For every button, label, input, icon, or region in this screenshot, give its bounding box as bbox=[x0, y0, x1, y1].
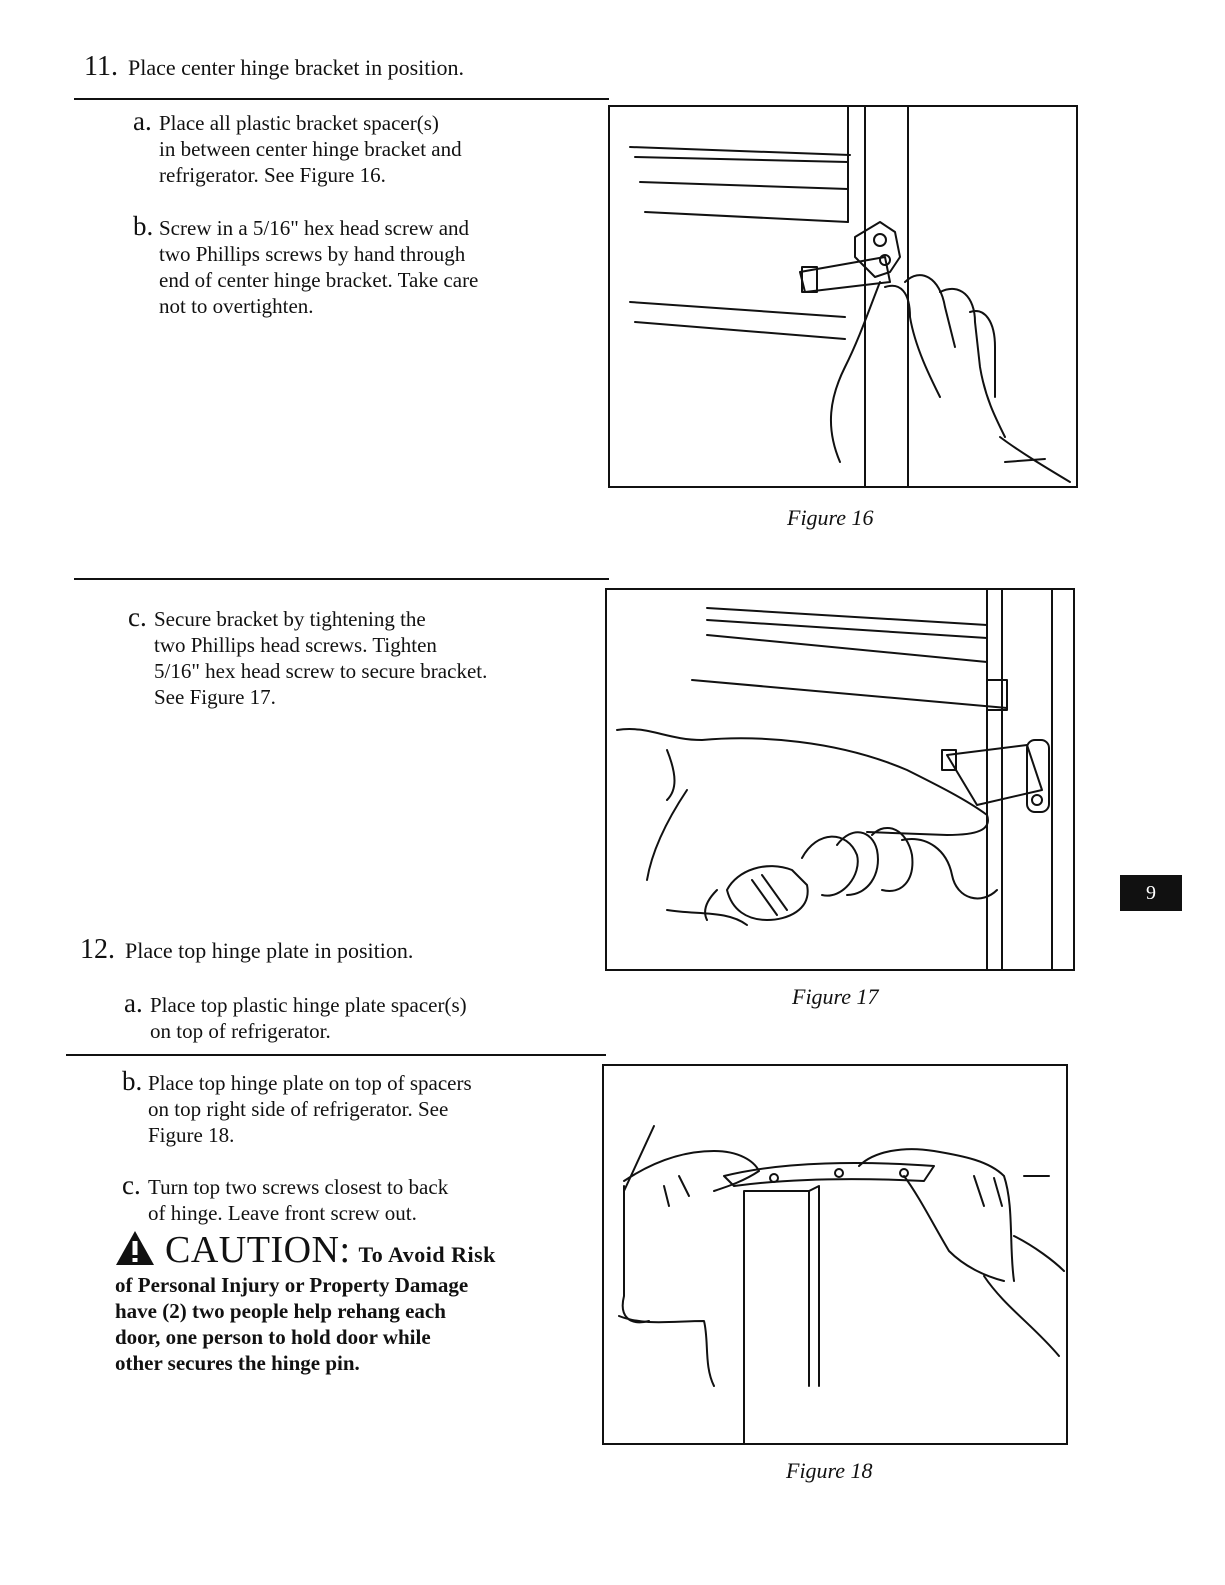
step-11a-line: Place all plastic bracket spacer(s) bbox=[159, 111, 439, 135]
step-11b-line: not to overtighten. bbox=[159, 294, 314, 318]
caution-heading: CAUTION: bbox=[165, 1229, 351, 1271]
step-11b: b. Screw in a 5/16" hex head screw and t… bbox=[133, 211, 593, 325]
figure-17-illustration bbox=[605, 588, 1075, 971]
step-12b: b. Place top hinge plate on top of space… bbox=[122, 1066, 592, 1150]
figure-18-illustration bbox=[602, 1064, 1068, 1445]
step-11a-line: in between center hinge bracket and bbox=[159, 137, 462, 161]
step-11c: c. Secure bracket by tightening the two … bbox=[128, 602, 598, 716]
caution-heading-row: CAUTION: To Avoid Risk bbox=[115, 1228, 535, 1272]
step-11c-letter: c. bbox=[128, 602, 147, 632]
figure-16-illustration bbox=[608, 105, 1078, 488]
step-12b-line: on top right side of refrigerator. See bbox=[148, 1097, 449, 1121]
figure-18-caption: Figure 18 bbox=[786, 1458, 873, 1483]
caution-line: other secures the hinge pin. bbox=[115, 1351, 360, 1375]
step-11c-line: Secure bracket by tightening the bbox=[154, 607, 426, 631]
step-11b-line: Screw in a 5/16" hex head screw and bbox=[159, 216, 470, 240]
figure-17-drawing bbox=[616, 590, 1053, 969]
step-12a: a. Place top plastic hinge plate spacer(… bbox=[124, 988, 594, 1048]
step-11b-letter: b. bbox=[133, 211, 154, 241]
step-11c-line: two Phillips head screws. Tighten bbox=[154, 633, 437, 657]
step-12-number: 12. bbox=[80, 934, 115, 965]
caution-block: CAUTION: To Avoid Risk of Personal Injury… bbox=[115, 1228, 535, 1376]
step-12c-line: of hinge. Leave front screw out. bbox=[148, 1201, 417, 1225]
step-12c-letter: c. bbox=[122, 1170, 141, 1200]
divider-bottom bbox=[66, 1054, 606, 1056]
caution-line: of Personal Injury or Property Damage bbox=[115, 1273, 469, 1297]
step-12a-line: Place top plastic hinge plate spacer(s) bbox=[150, 993, 467, 1017]
step-12-title: Place top hinge plate in position. bbox=[125, 938, 414, 963]
step-12b-line: Place top hinge plate on top of spacers bbox=[148, 1071, 472, 1095]
divider-top bbox=[74, 98, 609, 100]
figure-16-caption: Figure 16 bbox=[787, 505, 874, 530]
caution-lead: To Avoid Risk bbox=[358, 1242, 496, 1267]
figure-18-drawing bbox=[618, 1125, 1065, 1443]
step-12b-letter: b. bbox=[122, 1066, 143, 1096]
step-12-heading: 12. Place top hinge plate in position. bbox=[80, 934, 414, 965]
step-12a-line: on top of refrigerator. bbox=[150, 1019, 331, 1043]
step-11b-line: two Phillips screws by hand through bbox=[159, 242, 466, 266]
warning-triangle-icon bbox=[116, 1231, 154, 1265]
step-11c-line: 5/16" hex head screw to secure bracket. bbox=[154, 659, 488, 683]
step-12c: c. Turn top two screws closest to back o… bbox=[122, 1170, 592, 1230]
step-12c-line: Turn top two screws closest to back bbox=[148, 1175, 449, 1199]
step-11a: a. Place all plastic bracket spacer(s) i… bbox=[133, 106, 593, 190]
step-11-heading: 11. Place center hinge bracket in positio… bbox=[84, 51, 464, 82]
caution-body: of Personal Injury or Property Damage ha… bbox=[115, 1272, 535, 1376]
step-12b-line: Figure 18. bbox=[148, 1123, 235, 1147]
caution-line: have (2) two people help rehang each bbox=[115, 1299, 446, 1323]
figure-17-caption: Figure 17 bbox=[792, 984, 879, 1009]
caution-line: door, one person to hold door while bbox=[115, 1325, 431, 1349]
step-11a-line: refrigerator. See Figure 16. bbox=[159, 163, 386, 187]
step-11a-letter: a. bbox=[133, 106, 152, 136]
divider-middle bbox=[74, 578, 609, 580]
step-11-number: 11. bbox=[84, 51, 118, 82]
step-12a-letter: a. bbox=[124, 988, 143, 1018]
step-11b-line: end of center hinge bracket. Take care bbox=[159, 268, 479, 292]
figure-16-drawing bbox=[629, 107, 1071, 486]
page-number-tab: 9 bbox=[1120, 875, 1182, 911]
step-11-title: Place center hinge bracket in position. bbox=[127, 55, 464, 80]
step-11c-line: See Figure 17. bbox=[154, 685, 276, 709]
